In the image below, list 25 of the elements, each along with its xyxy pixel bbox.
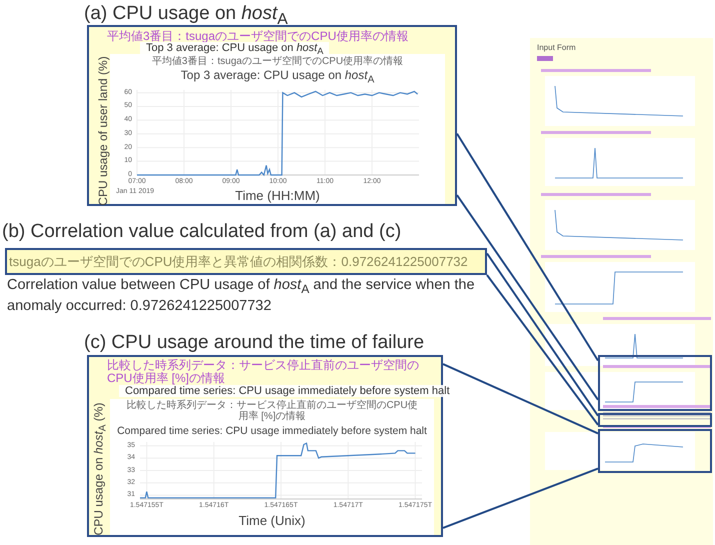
panel-heading: (c) CPU usage around the time of failure bbox=[84, 332, 424, 354]
panel-heading: (b) Correlation value calculated from (a) and (c) bbox=[2, 221, 402, 243]
connector-line bbox=[486, 274, 599, 426]
highlight-frame bbox=[598, 413, 712, 427]
highlight-frame bbox=[598, 355, 712, 411]
chart-subtitle: 比較した時系列データ：サービス停止直前のユーザ空間のCPU使用率 [%]の情報 bbox=[125, 400, 419, 422]
correlation-result: tsugaのユーザ空間でのCPU使用率と異常値の相関係数：0.9726241225007732 bbox=[9, 253, 468, 271]
highlight-frame bbox=[598, 429, 712, 473]
page-title: Input Form bbox=[537, 43, 576, 52]
connector-line bbox=[442, 468, 598, 529]
axis-title: Time (HH:MM) bbox=[235, 188, 320, 203]
chart-subtitle: 平均値3番目：tsugaのユーザ空間でのCPU使用率の情報 bbox=[150, 56, 404, 67]
chart-title: Compared time series: CPU usage immediately before system halt bbox=[117, 425, 427, 437]
page-section-title: 平均値3番目：tsugaのユーザ空間でのCPU使用率の情報 bbox=[107, 30, 410, 43]
connector-line bbox=[486, 252, 599, 416]
page-section-title: 比較した時系列データ：サービス停止直前のユーザ空間のCPU使用率 [%]の情報 bbox=[107, 359, 420, 385]
connector-line bbox=[456, 194, 599, 400]
connector-line bbox=[442, 363, 598, 434]
axis-title: Time (Unix) bbox=[238, 513, 306, 528]
connector-line bbox=[456, 133, 599, 362]
translated-title: Top 3 average: CPU usage on host$_{A}$ bbox=[140, 42, 330, 56]
panel-heading: (a) CPU usage on host$_{A}$ bbox=[84, 3, 288, 29]
chart-title: Top 3 average: CPU usage on host$_{A}$ bbox=[180, 68, 374, 86]
axis-title: CPU usage of user land (%) bbox=[96, 56, 110, 206]
translated-result: Correlation value between CPU usage of host$_{A}$ and the service when the anomaly occurred: 0.9726241225007732 bbox=[7, 277, 476, 315]
